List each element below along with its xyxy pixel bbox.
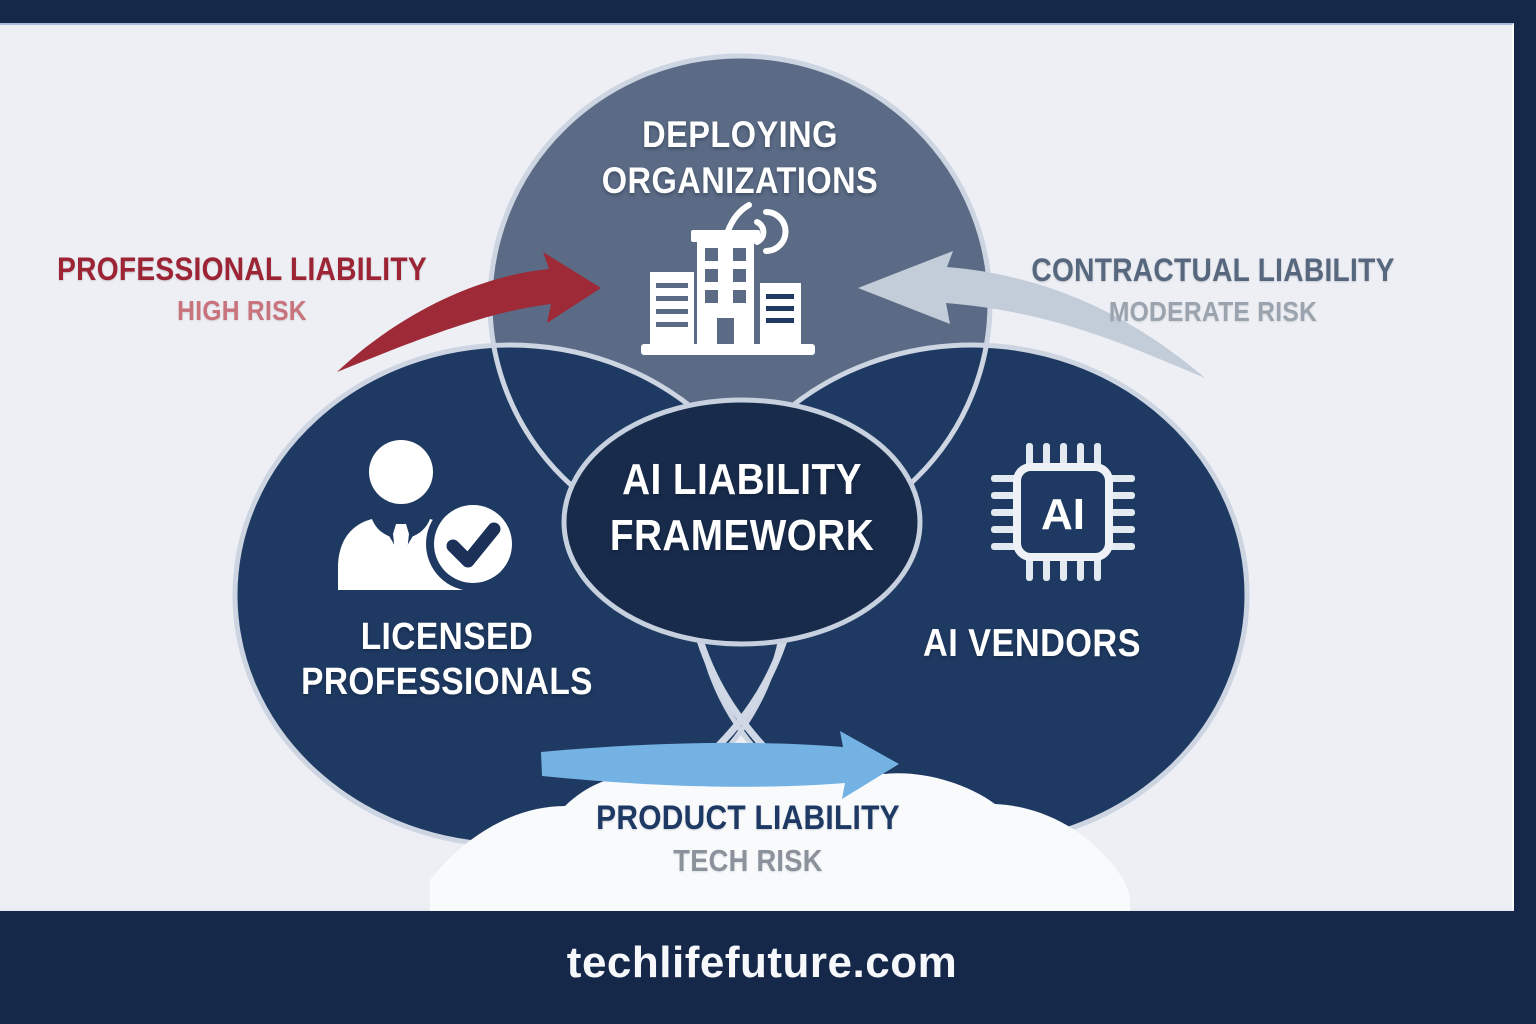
right-circle-label: AI VENDORS	[923, 622, 1141, 665]
top-circle-label-line2: ORGANIZATIONS	[601, 160, 879, 201]
professional-liability-risk: HIGH RISK	[177, 295, 307, 326]
center-title-line2: FRAMEWORK	[609, 511, 875, 560]
left-circle-label-line1: LICENSED	[360, 616, 534, 658]
left-circle-label-line2: PROFESSIONALS	[301, 661, 593, 703]
professional-liability-label: PROFESSIONAL LIABILITY HIGH RISK	[32, 251, 452, 327]
top-circle-label-line1: DEPLOYING	[642, 114, 838, 155]
footer-site-text: techlifefuture.com	[566, 938, 958, 987]
center-title: AI LIABILITY FRAMEWORK	[592, 452, 892, 564]
top-circle-label: DEPLOYING ORGANIZATIONS	[583, 112, 897, 204]
contractual-liability-title: CONTRACTUAL LIABILITY	[1031, 252, 1395, 288]
contractual-liability-risk: MODERATE RISK	[1108, 296, 1318, 327]
product-liability-title: PRODUCT LIABILITY	[596, 799, 900, 837]
product-liability-risk: TECH RISK	[673, 843, 823, 878]
left-circle-label: LICENSED PROFESSIONALS	[281, 615, 613, 705]
professional-liability-title: PROFESSIONAL LIABILITY	[57, 251, 427, 287]
contractual-liability-label: CONTRACTUAL LIABILITY MODERATE RISK	[1007, 252, 1420, 328]
center-title-line1: AI LIABILITY	[622, 455, 862, 504]
product-liability-label: PRODUCT LIABILITY TECH RISK	[575, 799, 920, 879]
